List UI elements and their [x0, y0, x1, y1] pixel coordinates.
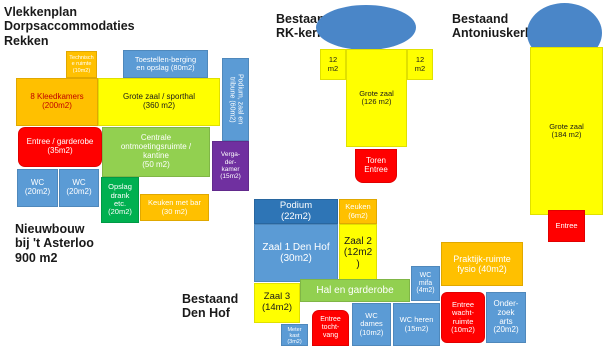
denhof-wc-mifa: WC mifa (4m2): [411, 266, 440, 301]
room-entree-garderobe: Entree / garderobe (35m2): [18, 127, 102, 167]
title-vlekkenplan: Vlekkenplan Dorpsaccommodaties Rekken: [4, 5, 135, 48]
room-centrale-ontmoetingsruimte: Centrale ontmoetingsruimte / kantine (50…: [102, 127, 210, 177]
room-keuken-met-bar: Keuken met bar (30 m2): [140, 194, 209, 221]
denhof-zaal-1: Zaal 1 Den Hof (30m2): [254, 224, 338, 282]
rk-room-12m2-right: 12 m2: [407, 49, 433, 80]
denhof-podium: Podium (22m2): [254, 199, 338, 224]
rk-kerk-roof: [316, 5, 416, 50]
denhof-hal-garderobe: Hal en garderobe: [300, 279, 410, 302]
room-grote-zaal-sporthal: Grote zaal / sporthal (360 m2): [98, 78, 220, 126]
room-toestellenberging: Toestellen-berging en opslag (80m2): [123, 50, 208, 78]
denhof-wc-dames: WC dames (10m2): [352, 303, 391, 346]
room-wc-1: WC (20m2): [17, 169, 58, 207]
room-technische-ruimte: Technisch e ruimte (10m2): [66, 51, 97, 78]
denhof-praktijkruimte: Praktijk-ruimte fysio (40m2): [441, 242, 523, 286]
room-wc-2: WC (20m2): [59, 169, 99, 207]
room-vergaderkamer: Verga- der- kamer (15m2): [212, 141, 249, 191]
rk-grote-zaal: Grote zaal (126 m2): [346, 49, 407, 147]
denhof-meterkast: Meter kast (3m2): [281, 324, 308, 346]
antonius-entree: Entree: [548, 210, 585, 242]
denhof-keuken: Keuken (6m2): [339, 199, 377, 224]
denhof-wc-heren: WC heren (15m2): [393, 303, 440, 346]
antonius-grote-zaal: Grote zaal (184 m2): [530, 47, 603, 215]
denhof-zaal-2: Zaal 2 (12m2 ): [339, 224, 377, 282]
podium-tribune-label: Podium, zaal en tribune (60m2): [228, 74, 244, 125]
denhof-entree-tochtvang: Entree tocht- vang: [312, 310, 349, 346]
title-antoniuskerk: Bestaand Antoniuskerk: [452, 12, 532, 41]
title-nieuwbouw: Nieuwbouw bij 't Asterloo 900 m2: [15, 222, 94, 265]
rk-room-12m2-left: 12 m2: [320, 49, 346, 80]
denhof-zaal-3: Zaal 3 (14m2): [254, 283, 300, 323]
room-opslag-drank: Opslag drank etc. (20m2): [101, 177, 139, 223]
room-kleedkamers: 8 Kleedkamers (200m2): [16, 78, 98, 126]
room-podium-tribune: Podium, zaal en tribune (60m2): [222, 58, 249, 141]
rk-toren-entree: Toren Entree: [355, 149, 397, 183]
title-den-hof: Bestaand Den Hof: [182, 292, 239, 321]
denhof-entree-wachtruimte: Entree wacht- ruimte (10m2): [441, 292, 485, 343]
denhof-onderzoek-arts: Onder- zoek arts (20m2): [486, 292, 526, 343]
